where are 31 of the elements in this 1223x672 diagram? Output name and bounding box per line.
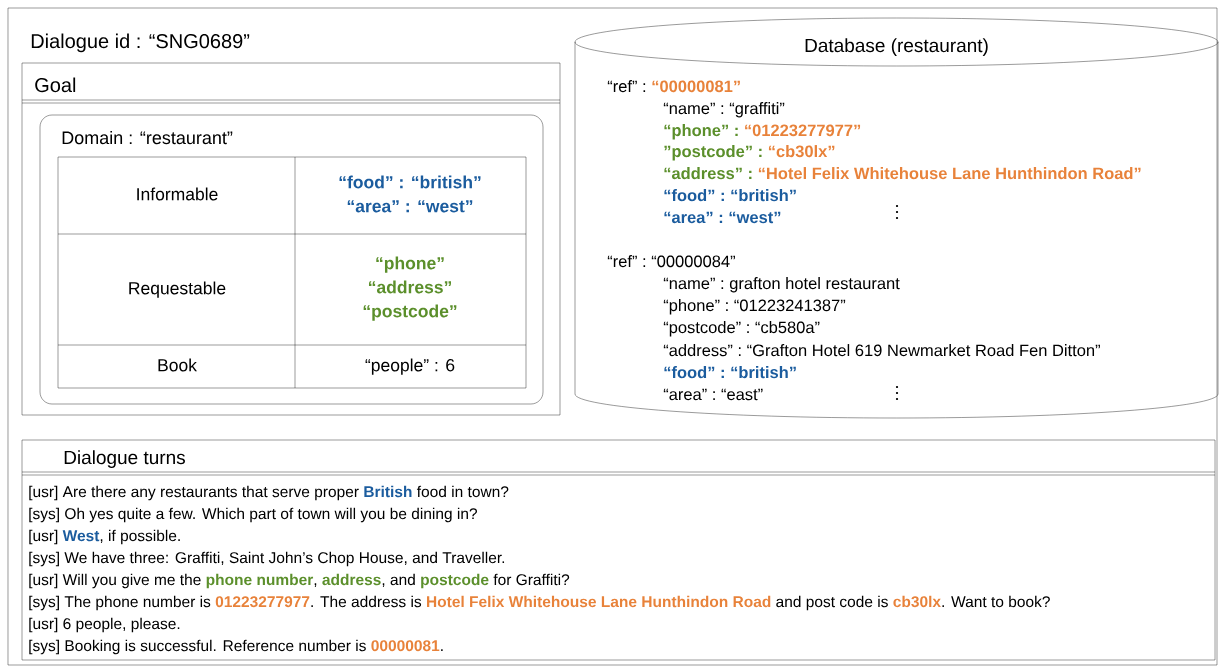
database-field: “name” : “graffiti”: [663, 102, 785, 118]
database-field: “area” : “west”: [664, 211, 781, 224]
slot-type: Requestable: [129, 281, 226, 298]
dialogue-turn: [sys] Booking is successful. Reference number is 00000081.: [29, 639, 443, 655]
slot-type: Book: [158, 358, 197, 372]
database-field: “postcode” : “cb580a”: [663, 321, 820, 337]
dialogue-turn: [sys] The phone number is 01223277977. The address is Hotel Felix Whitehouse Lane Hunthindon Road and post code is cb30lx. Want to book?: [29, 595, 1050, 611]
slot-type: Informable: [137, 187, 218, 201]
database-field: “address” : “Hotel Felix Whitehouse Lane Hunthindon Road”: [664, 167, 1141, 180]
slot-value: “postcode”: [363, 304, 457, 321]
database-field: ”postcode” : “cb30lx”: [664, 145, 835, 161]
dialogue-turn: [usr] 6 people, please.: [29, 617, 180, 633]
database-field: “area” : “east”: [663, 388, 763, 401]
slot-value: “area” : “west”: [347, 200, 473, 213]
dialogue-turn: [sys] Oh yes quite a few. Which part of town will you be dining in?: [29, 507, 477, 523]
database-field: “ref” : “00000084”: [607, 255, 735, 268]
database-field: “food” : “british”: [664, 366, 796, 379]
dialogue-turn: [sys] We have three: Graffiti, Saint John’s Chop House, and Traveller.: [29, 551, 505, 567]
dialogue-turn: [usr] Will you give me the phone number, address, and postcode for Graffiti?: [29, 573, 570, 589]
database-field: “phone” : “01223277977”: [664, 124, 861, 140]
database-field: “name” : grafton hotel restaurant: [663, 277, 900, 293]
slot-value: “food” : “british”: [339, 175, 481, 189]
dialogue-turn: [usr] West, if possible.: [29, 529, 180, 545]
slot-value: “people” : 6: [365, 358, 455, 375]
database-field: “phone” : “01223241387”: [663, 299, 846, 315]
slot-value: “address”: [369, 280, 451, 294]
dialogue-turn: [usr] Are there any restaurants that serve proper British food in town?: [29, 485, 509, 501]
database-field: “ref” : “00000081”: [607, 80, 740, 93]
slot-value: “phone”: [376, 256, 444, 273]
database-field: “address” : “Grafton Hotel 619 Newmarket Road Fen Ditton”: [663, 344, 1100, 357]
database-field: “food” : “british”: [664, 189, 796, 202]
